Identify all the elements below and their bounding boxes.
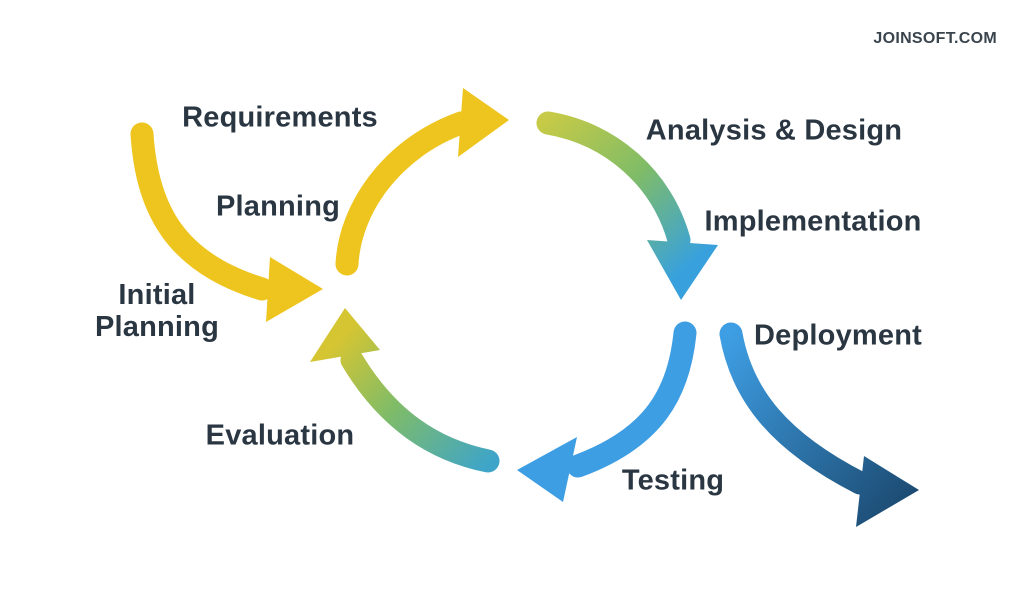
arrow-deployment-arc <box>719 322 872 495</box>
phase-label-planning: Planning <box>215 190 341 223</box>
arrow-deployment-head <box>856 456 919 527</box>
phase-label-evaluation: Evaluation <box>205 419 355 452</box>
arrow-analysis-implementation-arc <box>536 111 691 252</box>
arrow-deployment <box>719 322 919 527</box>
arrow-planning-requirements-head <box>458 88 509 157</box>
arrow-testing-arc <box>566 321 697 478</box>
arrow-planning-requirements-arc <box>335 111 473 276</box>
phase-label-initial-planning: Initial Planning <box>94 279 220 343</box>
phase-label-implementation: Implementation <box>704 205 922 238</box>
arrow-analysis-implementation-head <box>647 240 718 300</box>
arrow-evaluation-head <box>310 308 380 362</box>
phase-label-deployment: Deployment <box>754 319 922 352</box>
brand-watermark: JOINSOFT.COM <box>873 30 997 47</box>
arrow-analysis-implementation <box>536 111 718 300</box>
arrow-evaluation <box>310 308 500 473</box>
arrow-initial-planning-arc <box>130 122 274 301</box>
phase-label-analysis-design: Analysis & Design <box>645 114 903 147</box>
arrow-planning-requirements <box>335 88 509 276</box>
arrow-initial-planning <box>130 122 323 322</box>
arrow-initial-planning-head <box>266 257 323 322</box>
phase-label-testing: Testing <box>621 464 725 497</box>
phase-label-requirements: Requirements <box>182 101 378 134</box>
arrow-evaluation-arc <box>340 348 500 473</box>
arrow-testing-head <box>517 437 577 502</box>
arrow-testing <box>517 321 697 502</box>
